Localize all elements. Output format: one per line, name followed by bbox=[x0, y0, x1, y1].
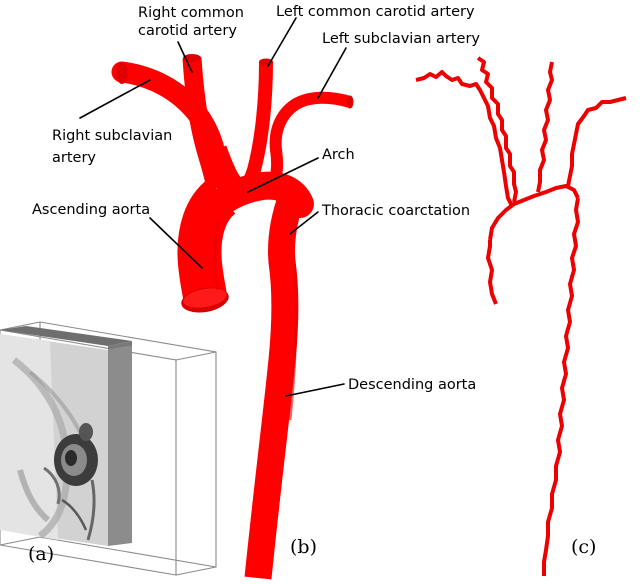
label-right-common-carotid-line1: Right common bbox=[138, 5, 244, 21]
label-ascending-aorta: Ascending aorta bbox=[32, 202, 150, 218]
leader-ascending-aorta bbox=[149, 217, 203, 269]
slice-side-panel bbox=[108, 346, 132, 546]
leader-arch bbox=[247, 157, 319, 193]
panel-letters: (a) (b) (c) bbox=[28, 536, 596, 565]
leader-right-common-carotid bbox=[177, 41, 193, 73]
label-thoracic-coarctation: Thoracic coarctation bbox=[321, 203, 470, 219]
leader-thoracic-coarctation bbox=[289, 211, 319, 235]
centerline-ascending bbox=[486, 240, 498, 305]
label-left-subclavian: Left subclavian artery bbox=[322, 31, 480, 47]
label-arch: Arch bbox=[322, 147, 355, 163]
centerline-left-subclavian bbox=[566, 96, 627, 187]
mri-volume-box bbox=[0, 321, 217, 576]
leader-left-subclavian bbox=[317, 47, 347, 99]
panel-label-b: (b) bbox=[290, 536, 317, 558]
label-right-subclavian-line1: Right subclavian bbox=[52, 128, 172, 144]
label-right-subclavian-line2: artery bbox=[52, 150, 96, 166]
centerline-right-subclavian bbox=[415, 70, 514, 207]
leader-lines bbox=[79, 17, 347, 397]
leader-right-subclavian bbox=[79, 79, 151, 119]
leader-descending-aorta bbox=[285, 383, 345, 397]
panel-label-a: (a) bbox=[28, 543, 54, 565]
label-left-common-carotid: Left common carotid artery bbox=[276, 4, 475, 20]
labels: Right common carotid artery Left common … bbox=[32, 4, 480, 393]
panel-label-c: (c) bbox=[571, 536, 596, 558]
label-right-common-carotid-line2: carotid artery bbox=[138, 23, 237, 39]
slice-top-panel bbox=[0, 326, 132, 346]
mri-slice-image bbox=[0, 334, 108, 546]
centerline-right-common-carotid bbox=[476, 56, 518, 203]
centerline-tree bbox=[415, 56, 627, 576]
leader-left-common-carotid bbox=[267, 17, 297, 67]
centerline-descending bbox=[542, 197, 580, 576]
label-descending-aorta: Descending aorta bbox=[348, 377, 476, 393]
centerline-arch bbox=[488, 184, 580, 241]
centerline-left-common-carotid bbox=[536, 61, 554, 193]
